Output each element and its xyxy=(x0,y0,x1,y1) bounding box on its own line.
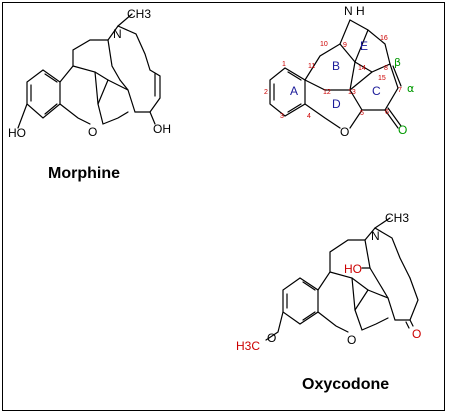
numbered-h-atom: H xyxy=(356,4,365,18)
oxycodone-ch3-group: CH3 xyxy=(385,211,409,225)
position-1: 1 xyxy=(282,61,286,68)
diagram-frame xyxy=(2,2,445,411)
position-3: 3 xyxy=(280,113,284,120)
oxycodone-o-ketone: O xyxy=(412,327,421,341)
ring-letter-c: C xyxy=(372,84,381,98)
position-5: 5 xyxy=(360,110,364,117)
beta-label: β xyxy=(394,56,401,69)
position-11: 11 xyxy=(308,63,315,70)
oxycodone-methoxy-o: O xyxy=(267,331,276,345)
position-2: 2 xyxy=(264,89,268,96)
morphine-ch3-group: CH3 xyxy=(127,7,151,21)
position-15: 15 xyxy=(378,75,386,82)
ring-letter-a: A xyxy=(290,84,298,98)
position-7: 7 xyxy=(398,87,402,94)
numbered-n-atom: N xyxy=(344,4,353,18)
oxycodone-ho-group: HO xyxy=(344,262,362,276)
position-6: 6 xyxy=(385,109,389,116)
position-14: 14 xyxy=(358,65,366,72)
morphine-o-bridge: O xyxy=(88,125,97,139)
morphine-label: Morphine xyxy=(48,165,120,182)
numbered-o-bridge: O xyxy=(340,125,349,139)
numbered-skeleton: N H O O A B C D E 1 2 3 4 5 6 7 8 9 10 1… xyxy=(264,4,414,139)
morphine-ho-group: HO xyxy=(8,126,26,140)
position-4: 4 xyxy=(307,113,311,120)
oxycodone-o-bridge: O xyxy=(347,333,356,347)
ring-letter-b: B xyxy=(332,59,340,73)
ring-letter-d: D xyxy=(332,97,341,111)
oxycodone-structure: N CH3 HO H3C O O O Oxycodone xyxy=(236,211,421,393)
position-12: 12 xyxy=(323,89,331,96)
position-13: 13 xyxy=(348,89,356,96)
ring-letter-e: E xyxy=(360,39,368,53)
position-9: 9 xyxy=(343,42,347,49)
alpha-label: α xyxy=(407,82,414,95)
numbered-o-ketone: O xyxy=(398,123,407,137)
morphine-structure: N CH3 HO O OH Morphine xyxy=(8,7,171,182)
position-10: 10 xyxy=(320,41,328,48)
position-8: 8 xyxy=(384,65,388,72)
oxycodone-label: Oxycodone xyxy=(302,376,389,393)
oxycodone-n-atom: N xyxy=(371,229,380,243)
morphine-oh-group: OH xyxy=(153,122,171,136)
morphine-n-atom: N xyxy=(113,27,122,41)
position-16: 16 xyxy=(380,35,388,42)
oxycodone-methoxy-h3c: H3C xyxy=(236,339,260,353)
